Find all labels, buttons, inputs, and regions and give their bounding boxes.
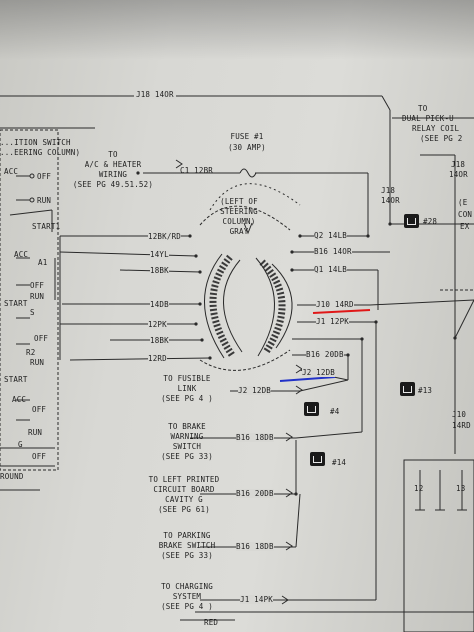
connector-line-2: STEERING [220,207,258,216]
connector-line-1: (LEFT OF [220,197,258,206]
right-edge-label-c: EX [460,222,470,231]
dual-pickup-line-3: RELAY COIL [412,124,460,133]
right-col-14rd: 14RD [452,421,471,430]
fusible-link-line-2: LINK [177,384,197,393]
ignition-pos-r2: R2 [26,348,36,357]
ignition-title-line-2: ...EERING COLUMN) [0,148,81,157]
connector-line-4: GRAY [229,227,249,236]
left-wire-14db: 14DB [150,300,169,309]
ref-14-label: #14 [332,458,347,467]
dual-pickup-wire: J18 [451,160,466,169]
right-col-14or: 14OR [381,196,400,205]
left-wire-12bkrd: 12BK/RD [148,232,182,241]
ac-heater-line-1: TO [108,150,118,159]
parking-brake-line-2: BRAKE SWITCH [158,541,216,550]
connector-line-3: COLUMN) [222,217,256,226]
left-wire-12rd: 12RD [148,354,167,363]
charging-line-1: TO CHARGING [161,582,213,591]
charging-line-3: (SEE PG 4 ) [161,602,213,611]
right-wire-q2: Q2 14LB [314,231,348,240]
ignition-pos-run-2: RUN [30,292,45,301]
ignition-pos-off-5: OFF [32,452,47,461]
fusible-link-wire: J2 12DB [238,386,272,395]
right-wire-b16-14or: B16 14OR [314,247,352,256]
fusible-link-line-1: TO FUSIBLE [163,374,211,383]
ground-label: ROUND [0,472,24,481]
charging-wire: J1 14PK [240,595,274,604]
connector-ref-4-icon [304,402,319,416]
dual-pickup-line-2: DUAL PICK-U [402,114,454,123]
fuse-wire-label: C1 12BR [180,166,214,175]
ref-13-label: #13 [418,386,433,395]
ref-4-label: #4 [330,407,340,416]
left-wire-14yl: 14YL [150,250,169,259]
dual-pickup-wire-2: 14OR [449,170,468,179]
left-wire-12pk: 12PK [148,320,167,329]
ignition-pos-start1: START1 [32,222,61,231]
bottom-red-label: RED [204,618,219,627]
ignition-pos-off-2: OFF [30,281,45,290]
ac-heater-line-2: A/C & HEATER [84,160,142,169]
dual-pickup-line-4: (SEE PG 2 [420,134,463,143]
fuse-rating: (30 AMP) [228,143,266,152]
ignition-pos-acc-2: ACC [14,250,29,259]
left-pcb-line-2: CIRCUIT BOARD [153,485,215,494]
right-col-j18: J18 [381,186,396,195]
brake-warning-line-1: TO BRAKE [168,422,206,431]
top-wire-label: J18 14OR [134,90,176,99]
left-wire-18bk: 18BK [150,266,169,275]
ac-heater-line-3: WIRING [98,170,128,179]
terminal-13-label: 13 [456,484,466,493]
left-pcb-line-4: (SEE PG 61) [158,505,210,514]
ignition-pos-run-3: RUN [30,358,45,367]
left-pcb-wire: B16 20DB [236,489,274,498]
right-wire-j1: J1 12PK [316,317,350,326]
ignition-pos-acc-3: ACC [12,395,27,404]
dual-pickup-line-1: TO [418,104,428,113]
brake-warning-wire: B16 18DB [236,433,274,442]
terminal-12-label: 12 [414,484,424,493]
right-edge-label-b: CON [458,210,473,219]
ignition-pos-start-2: START [4,375,28,384]
right-wire-b16-20db: B16 20DB [306,350,344,359]
left-wire-18bk-2: 18BK [150,336,169,345]
parking-brake-line-1: TO PARKING [163,531,211,540]
left-pcb-line-1: TO LEFT PRINTED [148,475,220,484]
fusible-link-line-3: (SEE PG 4 ) [161,394,213,403]
connector-ref-14-icon [310,452,325,466]
parking-brake-line-3: (SEE PG 33) [161,551,213,560]
ignition-pos-a1: A1 [38,258,48,267]
ignition-pos-start: START [4,299,28,308]
ignition-pos-off: OFF [37,172,52,181]
ignition-pos-off-3: OFF [34,334,49,343]
ac-heater-line-4: (SEE PG 49.51.52) [72,180,154,189]
brake-warning-line-4: (SEE PG 33) [161,452,213,461]
ignition-pos-acc: ACC [4,167,19,176]
right-edge-label-a: (E [458,198,468,207]
ignition-pos-run-4: RUN [28,428,43,437]
brake-warning-line-2: WARNING [170,432,204,441]
connector-ref-13-icon [400,382,415,396]
right-col-j10: J10 [452,410,467,419]
charging-line-2: SYSTEM [172,592,202,601]
connector-ref-28-icon [404,214,419,228]
left-pcb-line-3: CAVITY G [165,495,203,504]
ignition-pos-s: S [30,308,35,317]
brake-warning-line-3: SWITCH [172,442,202,451]
ignition-pos-g: G [18,440,23,449]
ref-28-label: #28 [423,217,438,226]
right-wire-j2: J2 12DB [302,368,336,377]
right-wire-j10: J10 14RD [316,300,354,309]
parking-brake-wire: B16 18DB [236,542,274,551]
fuse-title: FUSE #1 [230,132,264,141]
ignition-title-line-1: ...ITION SWITCH [0,138,71,147]
ignition-pos-off-4: OFF [32,405,47,414]
ignition-pos-run: RUN [37,196,52,205]
right-wire-q1: Q1 14LB [314,265,348,274]
